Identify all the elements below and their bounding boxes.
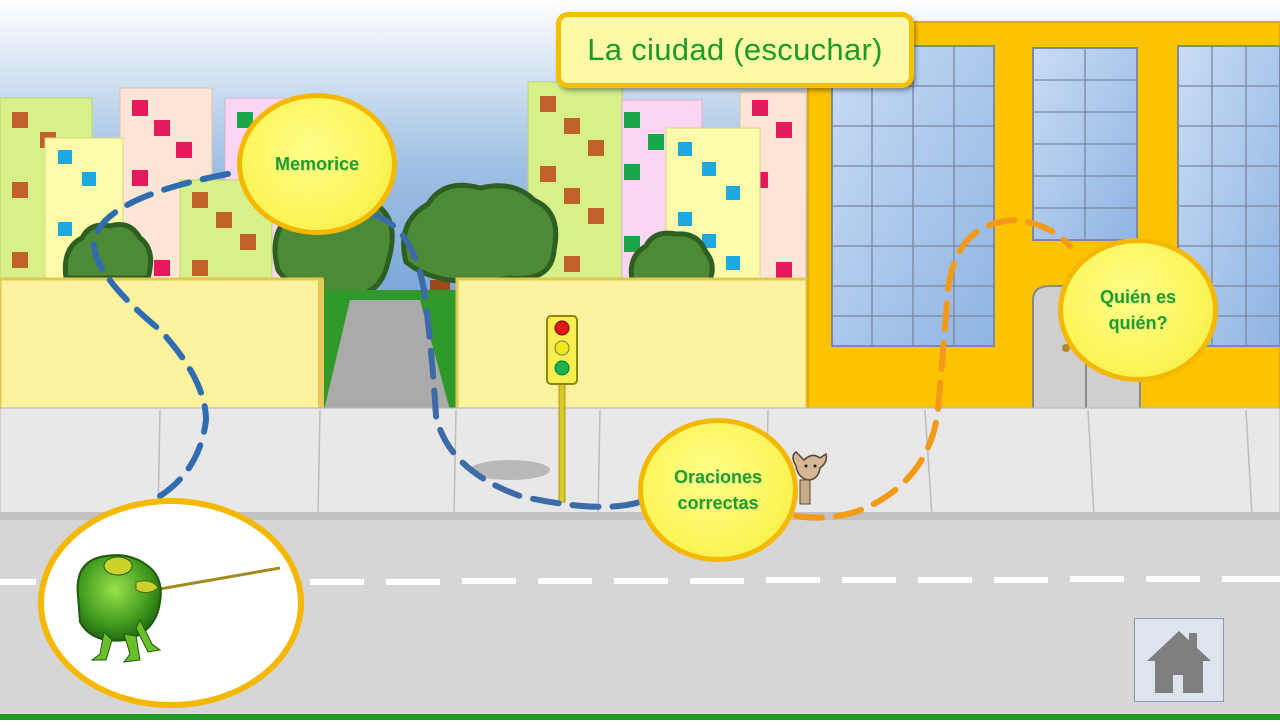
home-icon (1147, 631, 1211, 693)
home-button[interactable] (1134, 618, 1224, 702)
frog-icon (76, 554, 281, 663)
tree-left (62, 222, 154, 281)
oraciones-correctas-button[interactable]: Oraciones correctas (638, 418, 798, 562)
frog-character (38, 498, 304, 708)
tree-mid (628, 230, 715, 283)
front-wall-left (0, 277, 324, 412)
path-blue (90, 169, 241, 499)
memorice-label: Memorice (274, 153, 360, 174)
traffic-light-icon (470, 315, 578, 503)
oraciones-correctas-label: Oraciones correctas (673, 466, 763, 513)
front-wall-center (455, 277, 809, 412)
path-blue-2 (367, 211, 643, 510)
path-orange (793, 216, 1073, 521)
page-title: La ciudad (escuchar) (556, 12, 914, 88)
dog-icon (792, 451, 828, 505)
memorice-button[interactable]: Memorice (237, 93, 397, 235)
quien-es-quien-button[interactable]: Quién es quién? (1058, 238, 1218, 382)
quien-es-quien-label: Quién es quién? (1099, 286, 1177, 333)
